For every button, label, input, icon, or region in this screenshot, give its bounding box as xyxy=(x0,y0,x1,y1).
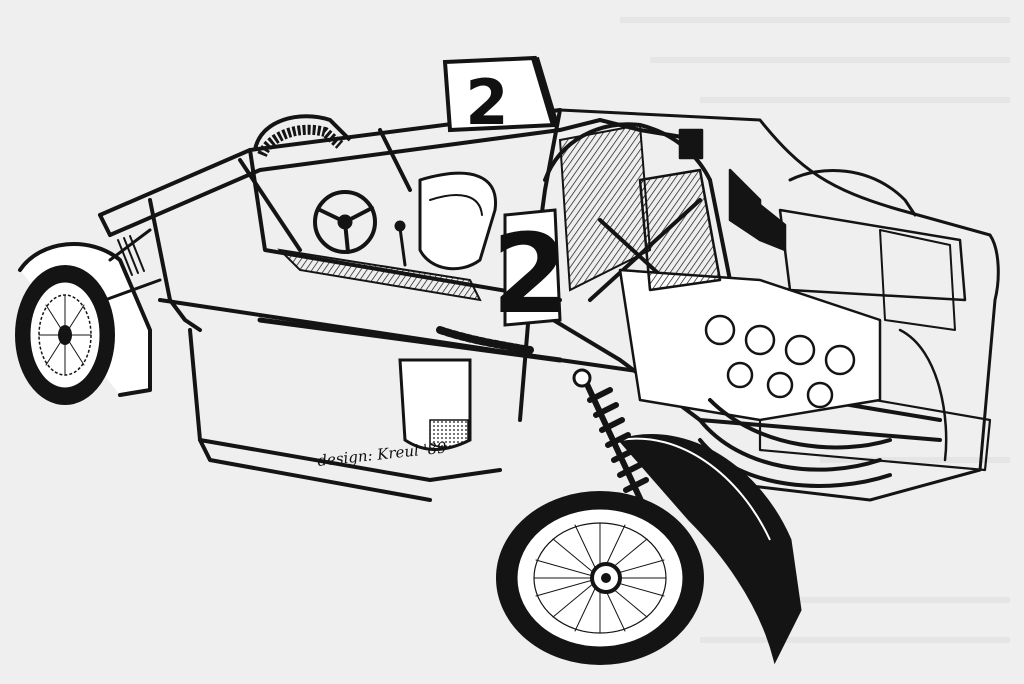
background-print-lines xyxy=(620,17,1010,643)
gear-lever xyxy=(394,220,407,267)
door-number-panel: 2 xyxy=(492,208,569,338)
rear-fender xyxy=(617,434,802,665)
steering-wheel xyxy=(313,190,377,254)
rear-left-wheel xyxy=(253,114,352,158)
roof-number-plate: 2 xyxy=(442,55,559,139)
fuel-tank xyxy=(398,358,472,451)
cockpit-floor xyxy=(277,248,482,302)
roof-number: 2 xyxy=(465,66,508,139)
front-suspension xyxy=(103,228,162,302)
roll-cage-mesh xyxy=(558,123,652,292)
door-number: 2 xyxy=(492,210,569,338)
engine-block xyxy=(618,128,882,422)
artist-signature: design: Kreul '89 xyxy=(317,438,448,470)
drive-shaft xyxy=(257,317,563,363)
rear-body-panel xyxy=(558,108,1000,502)
seat xyxy=(418,171,498,271)
rear-right-wheel xyxy=(496,491,704,665)
rear-coilover xyxy=(572,368,653,523)
front-wheel xyxy=(15,265,115,405)
